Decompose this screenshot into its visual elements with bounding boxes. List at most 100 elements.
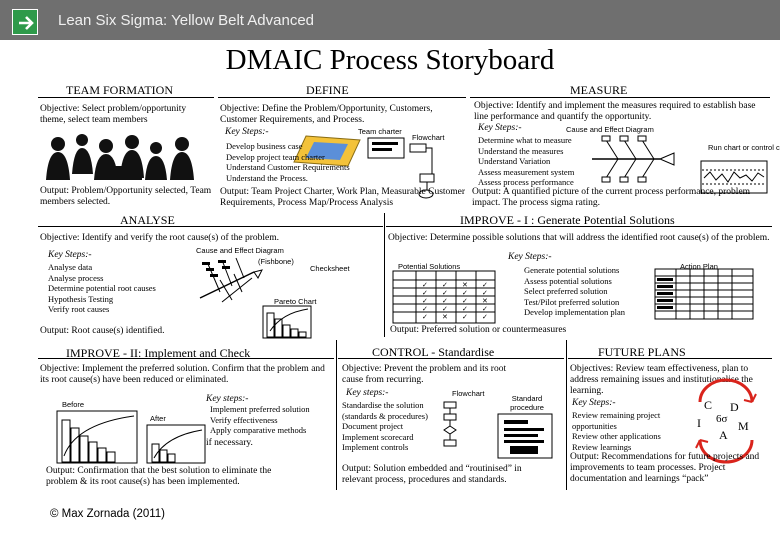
page-title: DMAIC Process Storyboard (225, 44, 555, 76)
svg-text:✓: ✓ (462, 289, 468, 297)
pdca-c: C (704, 398, 713, 412)
list-item: Analyse process (48, 272, 104, 283)
divider (218, 97, 466, 98)
define-flowchart-icon (367, 137, 435, 199)
list-item: Document project (342, 421, 404, 431)
list-item: Assess potential solutions (524, 275, 612, 286)
svg-text:✓: ✓ (462, 305, 468, 313)
divider (566, 340, 567, 490)
checksheet-label: Checksheet (310, 264, 350, 273)
measure-output: Output: A quantified picture of the curr… (472, 187, 751, 208)
improve2-steps-cont: if necessary. (206, 438, 253, 448)
before-label: Before (62, 400, 85, 409)
team-output: Output: Problem/Opportunity selected, Te… (40, 186, 212, 207)
solutions-matrix-icon: ✓✓✕✓ ✓✓✓✓ ✓✓✓✕ ✓✓✓✓ ✓✕✓✓ (392, 270, 496, 324)
improve1-heading: IMPROVE - I : Generate Potential Solutio… (460, 213, 675, 227)
control-key-steps: Key steps:- (346, 388, 389, 398)
after-label: After (150, 414, 166, 423)
improve1-objective: Objective: Determine possible solutions … (388, 233, 770, 243)
analyse-heading: ANALYSE (120, 213, 175, 227)
svg-text:✓: ✓ (482, 305, 488, 313)
fishbone-label: (Fishbone) (258, 257, 294, 266)
future-steps: Review remaining project opportunities R… (572, 410, 682, 452)
potential-solutions-label: Potential Solutions (398, 262, 461, 271)
list-item: Select preferred solution (524, 286, 608, 296)
fishbone-icon (592, 135, 675, 183)
control-output: Output: Solution embedded and “routinise… (342, 464, 522, 485)
list-item: Understand the Process. (226, 172, 308, 183)
list-item: Test/Pilot preferred solution (524, 296, 620, 307)
future-plans-heading: FUTURE PLANS (598, 345, 686, 359)
analyse-output: Output: Root cause(s) identified. (40, 326, 165, 336)
improve1-output: Output: Preferred solution or countermea… (390, 325, 567, 335)
list-item: Implement scorecard (342, 431, 414, 442)
next-arrow-icon[interactable] (12, 9, 38, 35)
after-chart-icon (146, 424, 206, 464)
svg-text:✓: ✓ (482, 281, 488, 289)
divider (338, 358, 564, 359)
svg-text:✓: ✓ (482, 289, 488, 297)
analyse-fishbone-lower-icon (219, 273, 253, 303)
pdca-d: D (730, 400, 739, 414)
list-item: Assess process performance (478, 177, 574, 187)
list-item: Analyse data (48, 262, 93, 272)
improve2-objective: Objective: Implement the preferred solut… (40, 364, 325, 385)
svg-text:✓: ✓ (462, 313, 468, 321)
list-item: Develop business case (226, 141, 303, 151)
pdca-center: 6σ (716, 413, 728, 425)
analyse-steps: Analyse data Analyse process Determine p… (48, 262, 156, 315)
improve1-key-steps: Key Steps:- (508, 252, 552, 262)
team-people-icon (46, 134, 194, 180)
list-item: Determine what to measure (478, 135, 572, 145)
divider (470, 97, 770, 98)
list-item: Generate potential solutions (524, 265, 620, 275)
divider (38, 226, 383, 227)
svg-text:✓: ✓ (462, 297, 468, 305)
define-output: Output: Team Project Charter, Work Plan,… (220, 187, 466, 208)
svg-text:✓: ✓ (422, 289, 428, 297)
divider (568, 358, 772, 359)
ce-diagram-label: Cause and Effect Diagram (566, 125, 654, 134)
course-title: Lean Six Sigma: Yellow Belt Advanced (58, 12, 315, 29)
control-steps: Standardise the solution (standards & pr… (342, 400, 428, 453)
run-chart-label: Run chart or control chart (708, 143, 780, 152)
copyright: © Max Zornada (2011) (50, 508, 166, 520)
list-item: Review learnings (572, 441, 632, 452)
list-item: Understand the measures (478, 145, 564, 156)
pareto-label: Pareto Chart (274, 297, 317, 306)
analyse-key-steps: Key Steps:- (48, 250, 92, 260)
standard-procedure-label: Standard procedure (510, 394, 544, 412)
list-item: Verify root causes (48, 304, 110, 314)
list-item: Review remaining project opportunities (572, 410, 661, 431)
measure-key-steps: Key Steps:- (478, 123, 522, 133)
define-heading: DEFINE (306, 83, 349, 97)
control-flowchart-icon (443, 401, 553, 459)
list-item: Standardise the solution (342, 400, 424, 410)
list-item: Implement preferred solution (210, 404, 310, 414)
improve2-steps: Implement preferred solution Verify effe… (210, 404, 310, 436)
flowchart-label: Flowchart (412, 133, 445, 142)
pdca-i: I (697, 416, 701, 430)
pdca-cycle-icon (695, 378, 757, 464)
list-item: Understand Customer Requirements (226, 162, 350, 172)
control-objective: Objective: Prevent the problem and its r… (342, 364, 507, 385)
control-flowchart-label: Flowchart (452, 389, 485, 398)
measure-heading: MEASURE (570, 83, 628, 97)
divider (384, 213, 385, 337)
future-output: Output: Recommendations for future proje… (570, 452, 760, 484)
pareto-chart-icon (262, 305, 312, 339)
improve2-output: Output: Confirmation that the best solut… (46, 466, 272, 487)
svg-text:✓: ✓ (442, 281, 448, 289)
action-plan-label: Action Plan (680, 262, 718, 271)
list-item: Determine potential root causes (48, 283, 156, 293)
team-formation-heading: TEAM FORMATION (66, 83, 174, 97)
divider (336, 340, 337, 490)
list-item: Verify effectiveness (210, 414, 278, 425)
svg-text:✓: ✓ (442, 297, 448, 305)
control-heading: CONTROL - Standardise (372, 345, 495, 359)
analyse-ce-label: Cause and Effect Diagram (196, 246, 284, 255)
svg-text:✓: ✓ (442, 305, 448, 313)
divider (38, 358, 334, 359)
analyse-fishbone-icon (199, 257, 263, 299)
divider (38, 97, 214, 98)
